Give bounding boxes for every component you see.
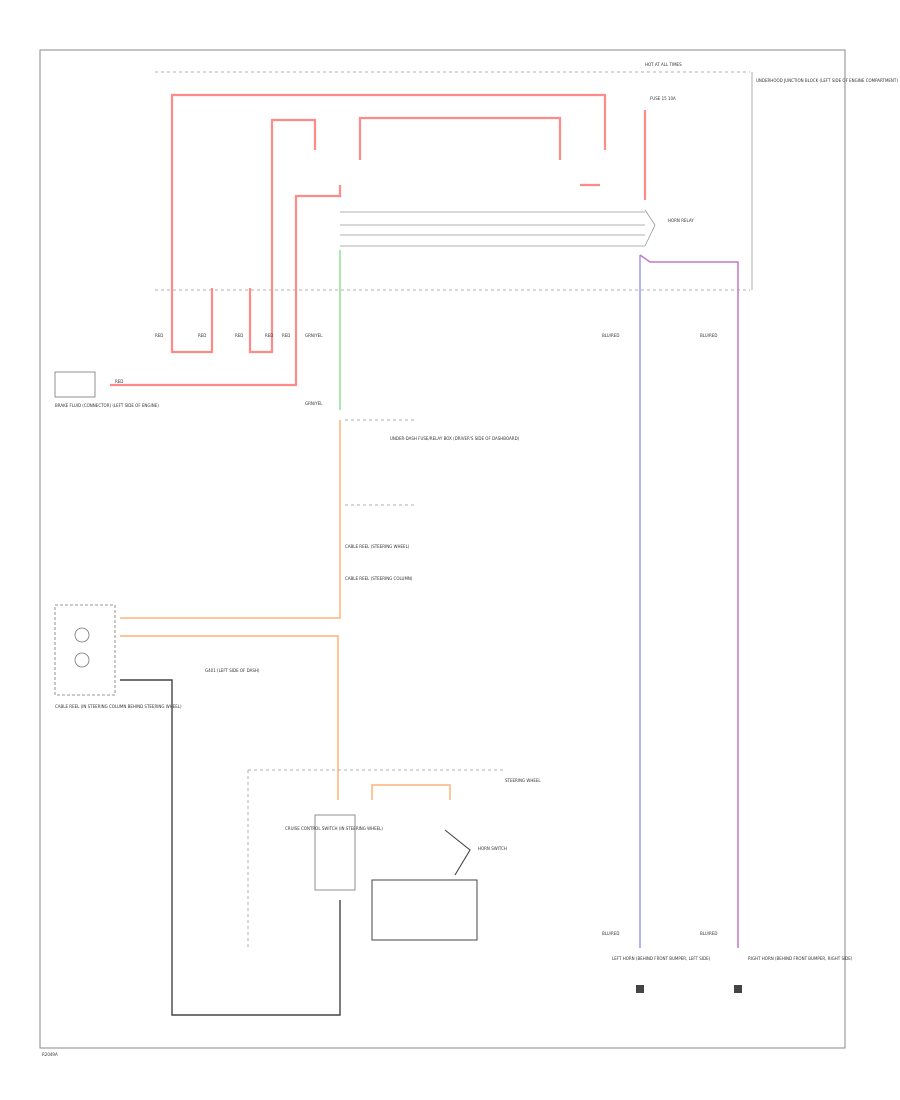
label-red-3: RED [235, 333, 243, 338]
label-cruise-switch: CRUISE CONTROL SWITCH (IN STEERING WHEEL… [285, 826, 383, 831]
black-ground-wire [120, 679, 341, 1016]
label-under-dash: UNDER-DASH FUSE/RELAY BOX (DRIVER'S SIDE… [390, 436, 520, 441]
footer-code: R2049A [42, 1052, 58, 1057]
brake-fluid-connector [54, 371, 96, 398]
label-cable-reel: CABLE REEL (IN STEERING COLUMN BEHIND ST… [55, 704, 182, 709]
reel-icon-2 [74, 652, 90, 668]
label-clock-spring: CABLE REEL (STEERING WHEEL) [345, 544, 410, 549]
junction-connector [340, 209, 656, 247]
horn-wires [639, 254, 739, 948]
label-horn-right: RIGHT HORN (BEHIND FRONT BUMPER, RIGHT S… [748, 956, 853, 961]
cruise-switch-box [314, 814, 356, 891]
orange-wires [120, 420, 451, 800]
label-hot: HOT AT ALL TIMES [645, 62, 682, 67]
horn-ground-marks [636, 985, 742, 993]
label-horn-left: LEFT HORN (BEHIND FRONT BUMPER, LEFT SID… [612, 956, 711, 961]
label-red-2: RED [198, 333, 206, 338]
horn-switch-icon [444, 829, 471, 876]
label-red-6: RED [115, 379, 123, 384]
label-underhood: UNDERHOOD JUNCTION BLOCK (LEFT SIDE OF E… [756, 78, 898, 83]
relay-box [345, 419, 415, 506]
label-grn-yel: GRN/YEL [305, 333, 323, 338]
label-red-4: RED [265, 333, 273, 338]
label-brake-fluid: BRAKE FLUID (CONNECTOR) (LEFT SIDE OF EN… [55, 403, 159, 408]
label-fuse: FUSE 15 10A [650, 96, 676, 101]
label-horn-switch: HORN SWITCH [478, 846, 507, 851]
label-blu-red-2: BLU/RED [700, 333, 717, 338]
label-blu-red-1: BLU/RED [602, 333, 619, 338]
label-clock-spring-2: CABLE REEL (STEERING COLUMN) [345, 576, 413, 581]
label-blu-red-3: BLU/RED [602, 931, 619, 936]
horn-switch-box [371, 879, 478, 941]
reel-icon [74, 627, 90, 643]
steering-wheel-box [247, 769, 505, 948]
label-red-5: RED [282, 333, 290, 338]
label-steering-wheel: STEERING WHEEL [505, 778, 541, 783]
label-ground: G401 (LEFT SIDE OF DASH) [205, 668, 260, 673]
red-wires [110, 93, 647, 387]
label-blu-red-4: BLU/RED [700, 931, 717, 936]
label-red-1: RED [155, 333, 163, 338]
label-horn-relay: HORN RELAY [668, 218, 694, 223]
label-grn-yel-2: GRN/YEL [305, 401, 323, 406]
underhood-block-boundary [155, 71, 750, 291]
cable-reel-box [54, 604, 116, 696]
diagram-frame [39, 49, 846, 1049]
